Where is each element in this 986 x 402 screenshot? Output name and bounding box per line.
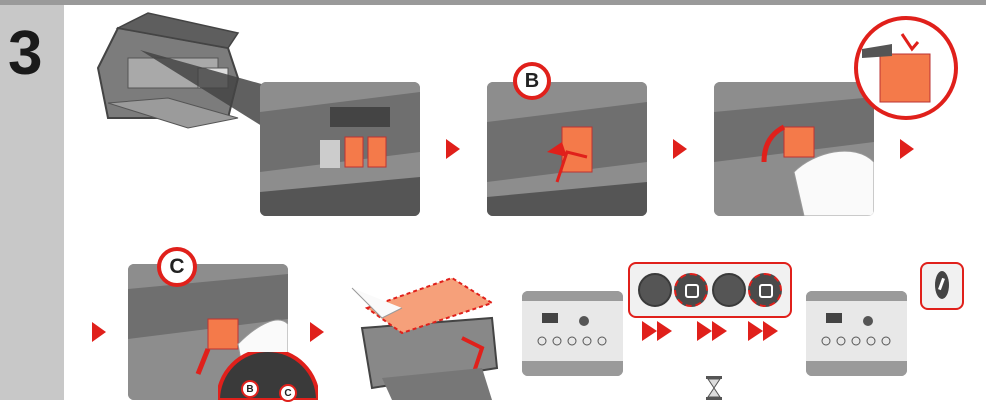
arrow-right-4 [92,322,106,342]
callout-c: C [157,247,197,287]
ink-button-icon [712,273,746,307]
callout-connector [140,50,265,128]
panel-operation-panel-2 [806,291,907,376]
arrow-right-5 [310,322,324,342]
arrow-right-2 [673,139,687,159]
ink-button-icon [748,273,782,307]
callout-b-small: B [241,380,259,398]
step-sidebar: 3 [0,5,64,400]
panel-remove-b [487,82,647,216]
panel-carriage-view [260,82,420,216]
ink-button-icon [638,273,672,307]
info-icon [920,262,964,310]
panel-remove-cartridge [714,82,874,216]
callout-b: B [513,62,551,100]
callout-c-small: C [279,384,297,402]
double-triangle-right-icon [697,321,727,341]
printer-close-illustration [351,276,499,400]
step-number: 3 [8,19,43,88]
double-triangle-right-icon [748,321,778,341]
button-sequence [628,262,792,318]
panel-operation-panel-1 [522,291,623,376]
bc-zoom-circle [218,352,318,400]
cartridge-zoom-circle [854,16,958,120]
arrow-right-3 [900,139,914,159]
arrow-right-1 [446,139,460,159]
ink-button-icon [674,273,708,307]
hourglass-icon [706,376,722,400]
double-triangle-right-icon [642,321,672,341]
top-border [0,0,986,5]
